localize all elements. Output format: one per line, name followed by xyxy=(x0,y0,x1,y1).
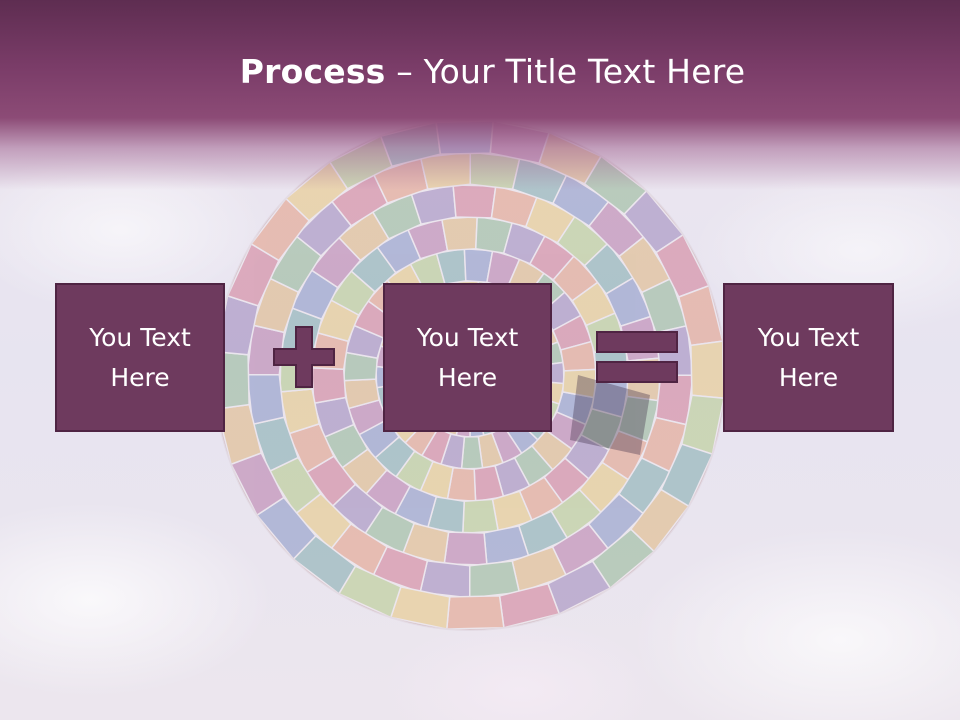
equals-icon xyxy=(596,331,678,383)
text-box-3-label: You Text Here xyxy=(757,322,860,392)
slide-title: Process – Your Title Text Here xyxy=(0,52,960,91)
title-bold-text: Process xyxy=(239,52,386,91)
text-box-3[interactable]: You Text Here xyxy=(723,283,894,432)
plus-icon xyxy=(273,326,335,388)
text-box-2-label: You Text Here xyxy=(416,322,519,392)
title-rest-text: – Your Title Text Here xyxy=(385,52,746,91)
title-bar xyxy=(0,0,960,190)
text-box-2[interactable]: You Text Here xyxy=(383,283,552,432)
text-box-1-label: You Text Here xyxy=(89,322,191,392)
text-box-1[interactable]: You Text Here xyxy=(55,283,225,432)
